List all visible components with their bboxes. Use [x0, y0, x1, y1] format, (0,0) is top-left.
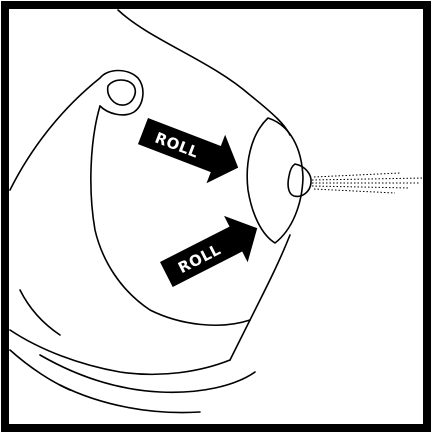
finger-crease-2: [59, 384, 201, 414]
palm-back: [90, 105, 251, 326]
fingers-lower: [9, 329, 231, 376]
areola: [246, 117, 304, 244]
breast-outline: [117, 9, 291, 136]
milk-spray: [311, 172, 426, 194]
wrist-line: [19, 289, 61, 336]
knuckle-line: [9, 349, 71, 391]
palm-outline: [9, 77, 101, 191]
nipple: [287, 163, 312, 198]
breast-lower-outline: [229, 234, 291, 361]
thumbnail: [106, 79, 137, 106]
thumb: [99, 69, 144, 116]
finger-crease-1: [39, 354, 256, 394]
